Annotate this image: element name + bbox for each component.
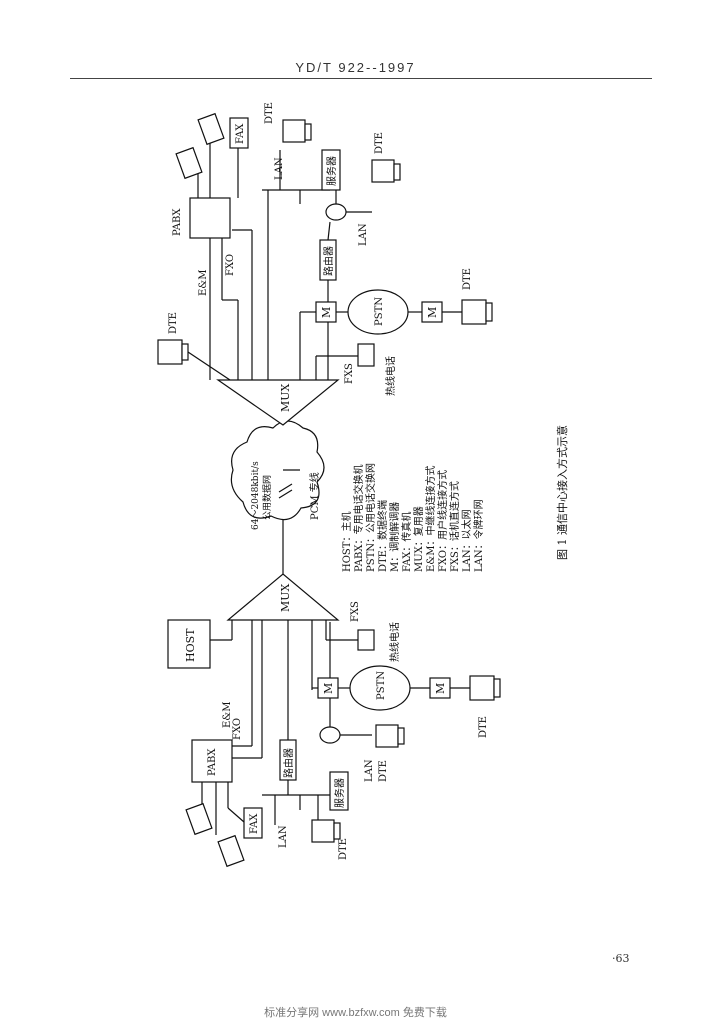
legend-item: MUX：复用器: [412, 506, 425, 572]
router-lower-label: 路由器: [282, 748, 295, 778]
legend-item: PSTN：公用电话交换网: [364, 463, 377, 572]
legend-item: DTE：数据终端: [376, 500, 389, 572]
legend-item: FAX：传真机: [400, 512, 413, 572]
modem-lower-b-label: M: [434, 683, 447, 694]
pstn-lower-label: PSTN: [376, 671, 387, 700]
hotline-lower-label: 热线电话: [388, 622, 401, 662]
pabx-upper-label: PABX: [172, 208, 183, 236]
mux-lower-label: MUX: [279, 583, 292, 612]
legend-item: LAN：令牌环网: [472, 499, 485, 572]
server-lower-box: [329, 771, 349, 811]
fxo-upper-label: FXO: [225, 254, 236, 276]
dte-upper-bus-label: DTE: [264, 102, 275, 124]
figure-caption: 图 1 通信中心接入方式示意: [555, 425, 569, 560]
pabx-upper-box: [189, 197, 231, 239]
legend-item: M：调制解调器: [388, 502, 401, 572]
fxo-lower-label: FXO: [232, 718, 243, 740]
legend-item: HOST：主机: [340, 512, 353, 572]
fax-lower-label: FAX: [249, 813, 260, 834]
modem-upper-b-label: M: [426, 307, 439, 318]
modem-upper-a-label: M: [320, 307, 333, 318]
header-rule: [70, 78, 652, 79]
host-label: HOST: [184, 628, 197, 662]
fax-upper-box: [229, 117, 249, 149]
host-box: [167, 619, 211, 669]
mux-upper-label: MUX: [279, 383, 292, 412]
dte-upper-left-label: DTE: [168, 312, 179, 334]
lan-lower-right-label: LAN: [364, 759, 375, 782]
lan-lower-left-label: LAN: [278, 825, 289, 848]
em-upper-label: E&M: [198, 270, 209, 296]
legend-item: E&M：中继线连接方式: [424, 466, 437, 572]
footer-watermark: 标准分享网 www.bzfxw.com 免费下载: [264, 1007, 447, 1019]
legend-item: FXS：话机直连方式: [448, 481, 461, 572]
em-lower-label: E&M: [222, 702, 233, 728]
pcm-line-label: PCM 专线: [308, 472, 321, 520]
dte-lower-ring-label: DTE: [378, 760, 389, 782]
fxs-upper-label: FXS: [344, 363, 355, 384]
fax-lower-box: [243, 807, 263, 839]
page-number: ·63: [612, 952, 630, 965]
lan-ring-lower: [319, 726, 341, 744]
fax-upper-label: FAX: [235, 123, 246, 144]
pabx-lower-box: [191, 739, 233, 783]
pstn-upper-label: PSTN: [374, 297, 385, 326]
public-data-network-cloud: [230, 420, 325, 521]
lan-upper-label: LAN: [274, 157, 285, 180]
cloud-name-label: 公用数据网: [261, 475, 273, 520]
hotline-upper-label: 热线电话: [384, 356, 397, 396]
dte-lower-left-label: DTE: [338, 838, 349, 860]
legend-item: LAN：以太网: [460, 509, 473, 572]
dte-lower-right-label: DTE: [478, 716, 489, 738]
legend: HOST：主机 PABX：专用电话交换机 PSTN：公用电话交换网 DTE：数据…: [340, 463, 485, 572]
router-upper-label: 路由器: [322, 246, 335, 276]
modem-lower-a-label: M: [322, 683, 335, 694]
fxs-lower-label: FXS: [350, 601, 361, 622]
dte-upper-right-label: DTE: [462, 268, 473, 290]
lan-ring-upper: [325, 203, 347, 221]
cloud-rate-label: 64～2048kbit/s: [251, 461, 261, 530]
server-upper-box: [321, 149, 341, 191]
mux-lower-shape: [226, 573, 340, 621]
server-lower-label: 服务器: [333, 778, 346, 808]
pabx-lower-label: PABX: [207, 748, 218, 776]
dte-upper-ring-label: DTE: [374, 132, 385, 154]
server-upper-label: 服务器: [325, 156, 338, 186]
mux-upper-shape: [216, 379, 340, 426]
legend-item: FXO：用户线连接方式: [436, 470, 449, 572]
standard-number-header: YD/T 922--1997: [295, 60, 416, 75]
lan-upper-ring-label: LAN: [358, 223, 369, 246]
legend-item: PABX：专用电话交换机: [352, 465, 365, 573]
